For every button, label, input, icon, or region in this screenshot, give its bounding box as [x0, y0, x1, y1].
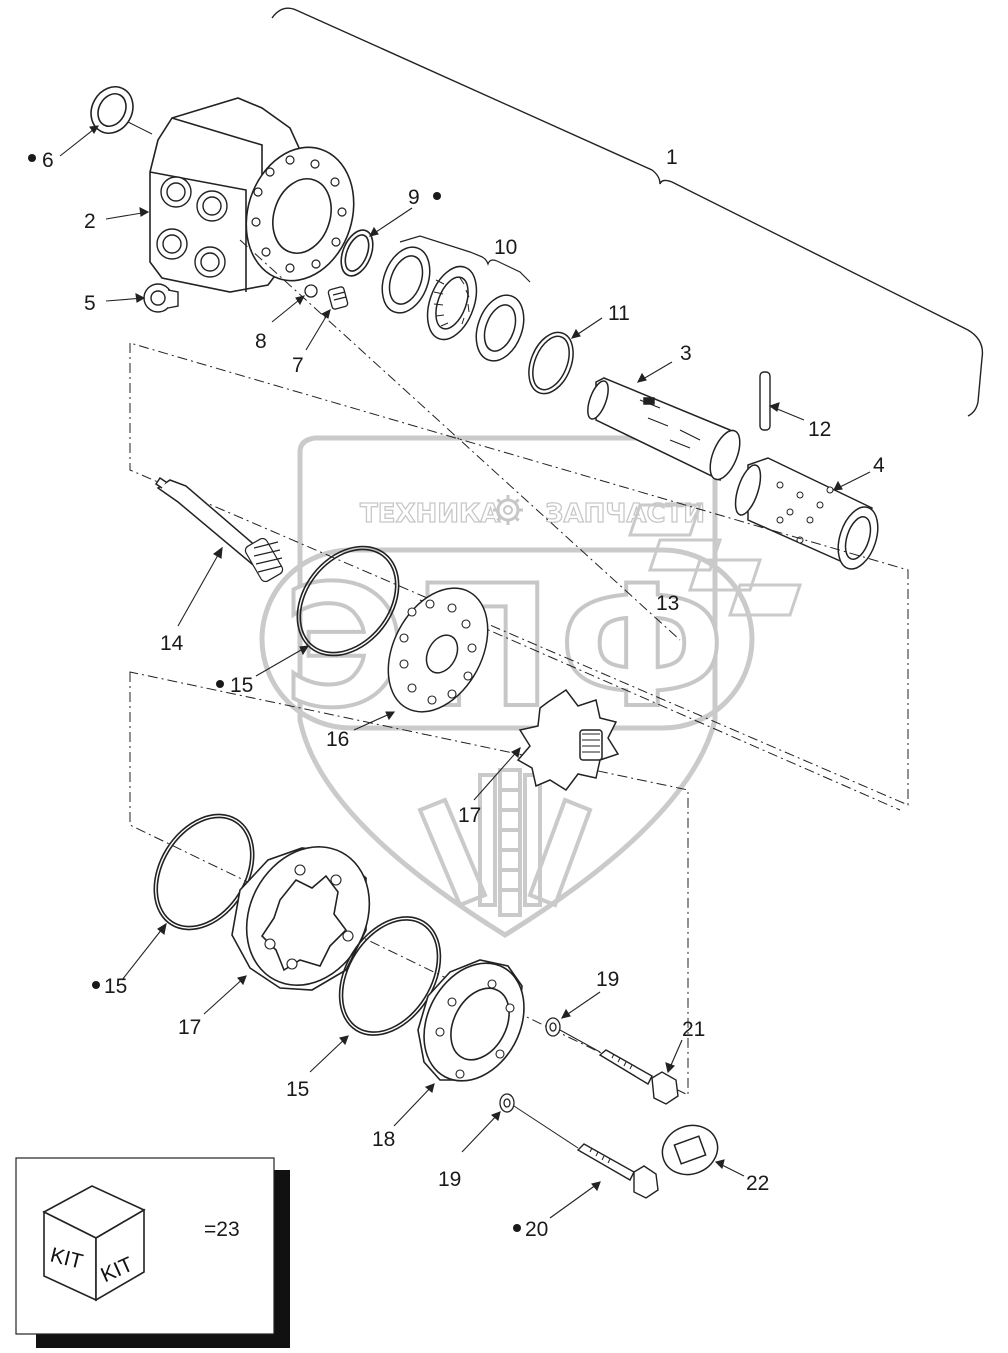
- wheat-icon: [417, 768, 593, 917]
- callout-22: 22: [746, 1172, 769, 1195]
- callout-15-upper: 15: [230, 674, 253, 697]
- callout-1: 1: [666, 146, 678, 169]
- callout-15-left: 15: [104, 975, 127, 998]
- valve-body: [149, 97, 355, 293]
- spool-3: [587, 377, 741, 482]
- callout-3: 3: [680, 342, 692, 365]
- callout-21: 21: [682, 1018, 705, 1041]
- callout-labels: 1 2 3 4 5 6 7 8 9 10 11 12 13 14 15 16 1…: [42, 146, 885, 1241]
- callout-11: 11: [608, 302, 630, 325]
- callout-15-lower: 15: [286, 1078, 309, 1101]
- washer-19a: [545, 1017, 561, 1037]
- callout-10: 10: [494, 236, 517, 259]
- washer-10b: [475, 294, 525, 362]
- callout-5: 5: [84, 292, 96, 315]
- o-ring-6: [90, 86, 134, 134]
- o-ring-9: [340, 229, 374, 277]
- callout-13: 13: [656, 592, 679, 615]
- callout-2: 2: [84, 210, 96, 233]
- spacer-plate-16: [387, 587, 489, 713]
- bracket-1: [271, 7, 984, 417]
- leader-lines: [59, 125, 871, 1219]
- callout-20: 20: [525, 1218, 548, 1241]
- callout-7: 7: [292, 354, 304, 377]
- drive-shaft-14: [154, 476, 284, 583]
- callout-14: 14: [160, 632, 184, 655]
- ring-11: [528, 331, 574, 395]
- gerotor-star-17: [516, 688, 620, 792]
- callout-6: 6: [42, 149, 54, 172]
- label-plate-22: [661, 1124, 719, 1176]
- callout-19-upper: 19: [596, 968, 619, 991]
- bolt-21: [598, 1049, 679, 1105]
- watermark-text-left: ТЕХНИКА: [360, 499, 500, 529]
- callout-9: 9: [408, 186, 420, 209]
- alignment-lines: [129, 239, 909, 1096]
- callout-16: 16: [326, 728, 349, 751]
- callout-12: 12: [808, 418, 831, 441]
- seat-7: [327, 286, 349, 310]
- callout-8: 8: [255, 330, 267, 353]
- sleeve-4: [734, 457, 879, 570]
- callout-17-upper: 17: [458, 804, 481, 827]
- end-cap-18: [417, 959, 525, 1082]
- callout-17-lower: 17: [178, 1016, 201, 1039]
- watermark-logo: ЭПФ: [283, 549, 732, 745]
- washer-10a: [381, 246, 431, 314]
- callout-4: 4: [873, 454, 885, 477]
- bolt-20: [576, 1143, 659, 1199]
- ball-8: [304, 284, 318, 298]
- kit-legend-value: =23: [204, 1218, 240, 1241]
- gerotor-housing-17: [231, 846, 371, 991]
- pin-12: [759, 371, 771, 431]
- washer-19b: [499, 1093, 515, 1113]
- port-fittings: [156, 176, 228, 278]
- watermark-shield: [297, 435, 718, 938]
- bearing-10: [426, 265, 478, 341]
- watermark-stripes: [627, 503, 803, 617]
- o-ring-15-upper: [296, 545, 400, 657]
- kit-legend: KIT KIT =23: [15, 1157, 290, 1348]
- kit-box-icon: [42, 1185, 146, 1302]
- gear-icon: [493, 495, 523, 525]
- bracket-10: [399, 235, 531, 283]
- callout-19-lower: 19: [438, 1168, 461, 1191]
- callout-18: 18: [372, 1128, 395, 1151]
- watermark-band: [259, 547, 755, 731]
- plug-5: [143, 283, 179, 313]
